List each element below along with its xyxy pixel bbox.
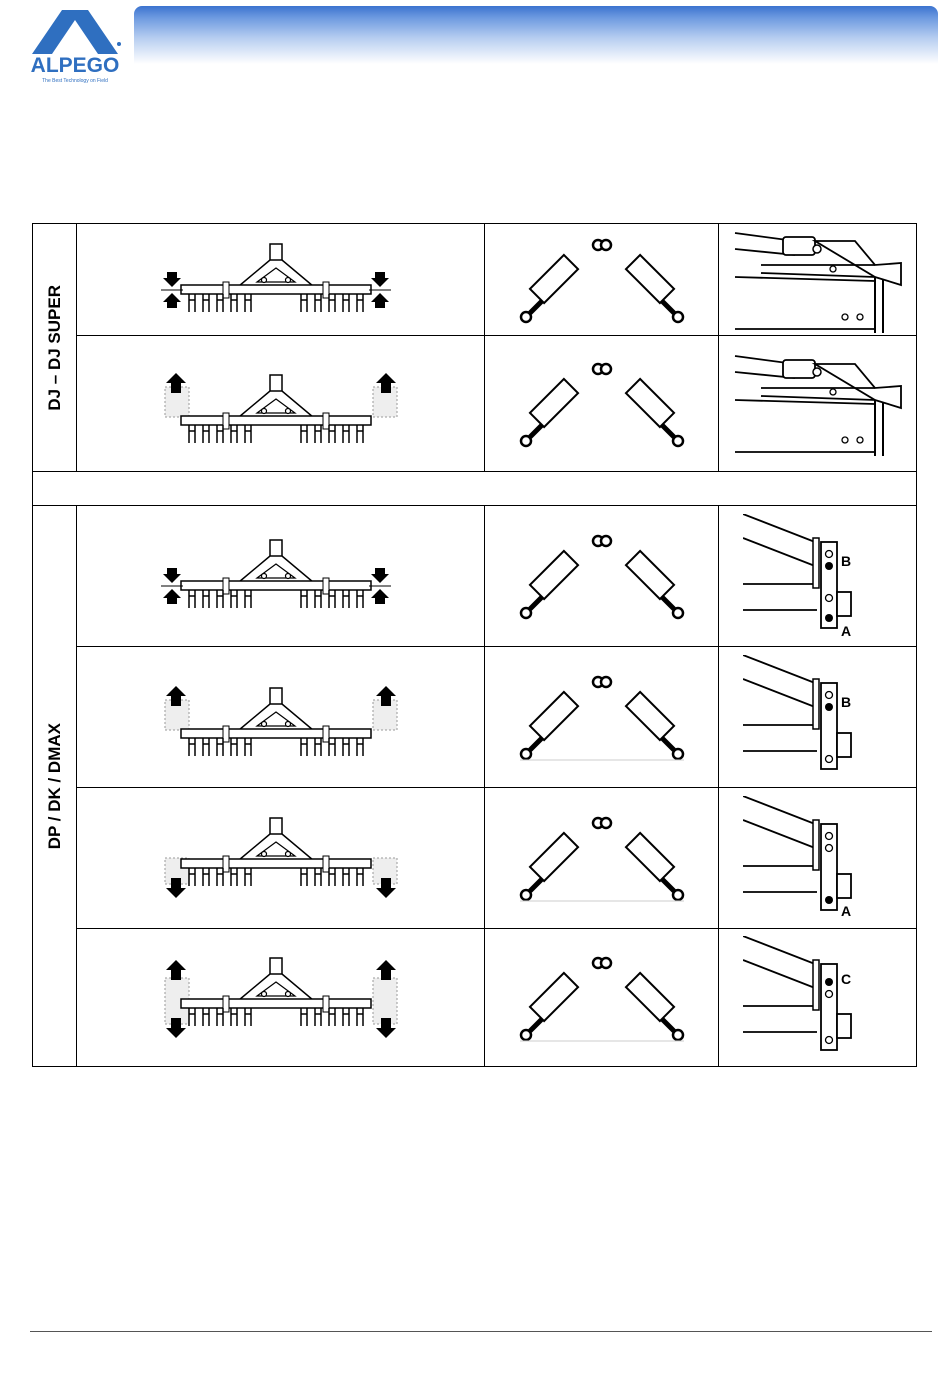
alpego-logo: ALPEGO The Best Technology on Field [18, 8, 132, 84]
plate-cell: C [719, 929, 917, 1067]
cylinder-cell [485, 647, 719, 788]
machine-level-icon [161, 238, 401, 322]
cylinder-cell [485, 224, 719, 336]
group-label-dj: DJ – DJ SUPER [45, 285, 65, 411]
hinge-cell [719, 336, 917, 472]
plate-cell: B [719, 647, 917, 788]
group-label-cell: DJ – DJ SUPER [33, 224, 77, 472]
cylinders-icon [512, 235, 692, 325]
pin-label-b: B [841, 694, 851, 710]
pin-plate-icon: B [743, 655, 893, 779]
table-row [33, 336, 917, 472]
hinge-closed-icon [725, 225, 911, 335]
pin-plate-icon: B A [743, 514, 893, 638]
group-label-dp: DP / DK / DMAX [45, 723, 65, 849]
pin-plate-icon: A [743, 796, 893, 920]
cylinders-retracted-icon [512, 813, 692, 903]
brand-tagline: The Best Technology on Field [18, 78, 132, 84]
table-row: C [33, 929, 917, 1067]
cylinder-cell [485, 929, 719, 1067]
machine-cell [77, 506, 485, 647]
cylinders-extended-icon [512, 672, 692, 762]
cylinders-icon [512, 953, 692, 1043]
machine-cell [77, 647, 485, 788]
hinge-cell [719, 224, 917, 336]
group-label-cell: DP / DK / DMAX [33, 506, 77, 1067]
machine-lift-icon [161, 359, 401, 449]
pin-label-a: A [841, 623, 851, 638]
plate-cell: A [719, 788, 917, 929]
adjustment-table: DJ – DJ SUPER [32, 223, 917, 1067]
machine-lift-icon [161, 672, 401, 762]
machine-cell [77, 929, 485, 1067]
pin-label-c: C [841, 971, 851, 987]
cylinders-icon [512, 359, 692, 449]
header-band [134, 6, 938, 64]
table-row: A [33, 788, 917, 929]
alpego-logo-mark-icon [26, 8, 124, 56]
machine-cell [77, 788, 485, 929]
cylinder-cell [485, 788, 719, 929]
brand-name: ALPEGO [18, 54, 132, 78]
cylinder-cell [485, 336, 719, 472]
pin-plate-icon: C [743, 936, 893, 1060]
separator-cell [33, 472, 917, 506]
machine-cell [77, 336, 485, 472]
table-row: DP / DK / DMAX B A [33, 506, 917, 647]
machine-float-icon [161, 952, 401, 1044]
cylinder-cell [485, 506, 719, 647]
pin-label-b: B [841, 553, 851, 569]
separator-row [33, 472, 917, 506]
machine-level-icon [161, 534, 401, 618]
machine-cell [77, 224, 485, 336]
pin-label-a: A [841, 903, 851, 919]
plate-cell: B A [719, 506, 917, 647]
table-row: DJ – DJ SUPER [33, 224, 917, 336]
table-row: B [33, 647, 917, 788]
cylinders-icon [512, 531, 692, 621]
machine-lower-icon [161, 812, 401, 904]
hinge-open-icon [725, 348, 911, 460]
footer-rule [30, 1331, 932, 1332]
